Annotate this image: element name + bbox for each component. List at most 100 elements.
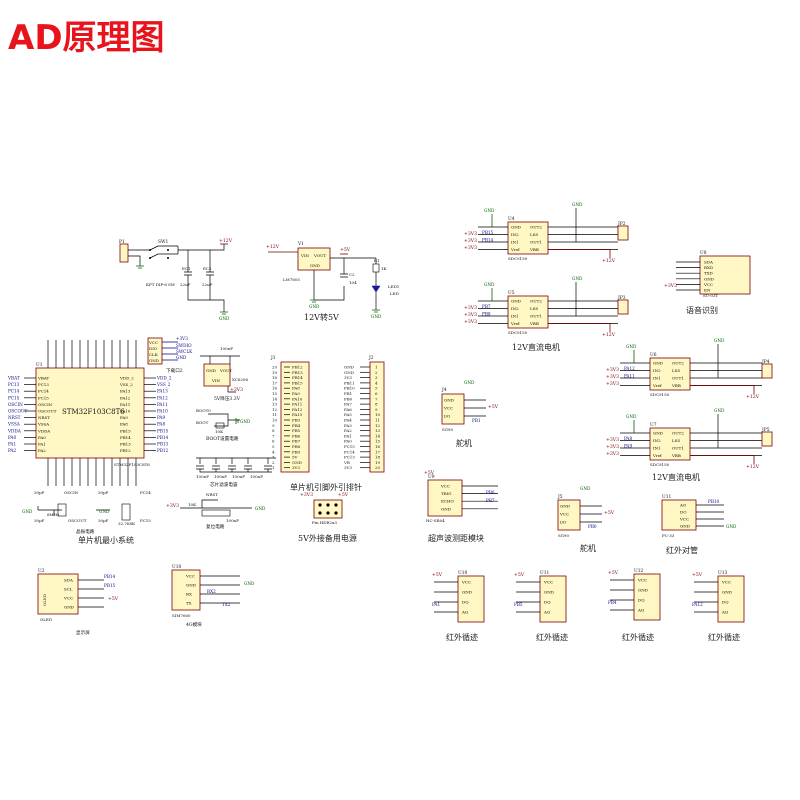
motor2-lpin-2: IN1 [511,314,519,319]
mcu-left-pin-pa2: PA2 [38,448,46,453]
mcu-right-pin-pa12: PA12 [120,395,131,400]
motor2-rpin-3: VBB [529,321,539,326]
section-4g: 4G模块 [186,621,202,628]
hdr-left-idx-5: 15 [272,391,278,396]
motor-connector-2 [617,299,629,315]
motor1-gnd-r: GND [572,202,583,207]
mcu-left-pin-oscout: OSCOUT [38,409,57,414]
ir-track2-net: PB5 [514,602,523,607]
voice-chip [699,255,751,295]
hdr-right-pin-11: PA3 [344,423,352,428]
motor3-v3b: +3V3 [606,374,619,380]
motor3-v3c: +3V3 [606,381,619,387]
ir-track3-net: PB4 [608,600,617,605]
oled-part: OLED [40,617,52,622]
motor1-v3a: +3V3 [464,231,477,237]
swd-pin-dio: DIO [149,346,158,351]
section-crystal: 晶振电路 [76,528,95,535]
hdr-left-pin-4: PA8 [292,386,300,391]
header-part: Pin HDR2x3 [312,520,337,525]
ir-track4-pin-gnd: GND [722,590,732,595]
section-dc-motor_2: 12V直流电机 [652,472,700,482]
svg-text:SIM7600: SIM7600 [172,613,191,618]
ir-track2-v5: +5V [514,572,525,578]
hdr-right-pin-12: PA2 [344,428,352,433]
m4g-pin-tx: TX [186,601,192,606]
mcu-left-pin-vbat: VBAT [37,376,49,381]
section-ir-track-2: 红外循迹 [536,632,568,642]
mcu-left-net-pc15: PC15 [8,395,20,400]
voice-pin-vcc: VCC [703,282,713,287]
mcu-right-net-pb12: PB12 [157,448,169,453]
motor1-lpin-1: IN2 [511,232,519,237]
hdr-right-pin-13: PA1 [344,433,352,438]
mcu-right-net-pa8: PA8 [157,422,165,427]
voice-pin-sda: SDA [704,260,713,265]
svg-text:100nF: 100nF [250,474,263,479]
motor3-lpin-1: IN2 [653,368,661,373]
reg-pin-vin: VIN [300,253,309,258]
mcu-left-pin-pc14: PC14 [38,389,49,394]
hdr-right-pin-5: PB1 [344,391,352,396]
svg-text:SWDIO: SWDIO [176,343,192,348]
mcu-left-net-oscin: OSCIN [8,402,23,407]
spare-header [313,499,343,519]
motor2-v3a: +3V3 [464,305,477,311]
ir-track4-v5: +5V [692,572,703,578]
mcu-left-net-vssa: VSSA [7,422,21,427]
svg-text:VOUT: VOUT [219,368,232,373]
switch-part: KFT DIP-6 SW [146,282,176,287]
hdr-right-pin-6: PB0 [344,396,353,401]
hdr-left-idx-12: 8 [272,428,275,433]
v12-label-2: +12V [266,244,280,250]
mcu-right-pin-pb15: PB15 [120,428,131,433]
hdr-right-idx-9: 10 [375,412,381,417]
motor4-v3c: +3V3 [606,451,619,457]
mcu-left-net-pa1: PA1 [8,442,16,447]
ultrasonic-part: HC-SR04 [426,518,445,523]
section-download: 下载口2 [166,367,183,374]
cap-104: 104 [349,280,357,285]
ir-track-modules: U10VCCGNDDQAQPA1+5V红外循迹U11VCCGNDDQAQPB5+… [432,569,745,642]
mcu-left-pin-pa0: PA0 [38,435,46,440]
hdr-right-pin-9: PA5 [344,412,352,417]
mcu-right-net-pa12: PA12 [157,395,168,400]
motor3-gnd-r: GND [714,338,725,343]
oled-pin-gnd: GND [64,605,74,610]
hdr-right-idx-3: 4 [375,380,378,385]
section-voice: 语音识别 [686,305,718,315]
motor-conn-ref-1: JP2 [617,222,626,227]
led-label: LED [390,291,399,296]
mcu-right-net-pa10: PA10 [157,409,168,414]
mcu-right-pin-pa10: PA10 [120,409,131,414]
ir-track4-pin-aq: AQ [721,610,729,615]
svg-text:J2: J2 [368,356,374,361]
spare-power-block: +3V3 +5V Pin HDR2x3 5V外接备用电源 [298,492,357,543]
hdr-left-idx-1: 19 [272,370,278,375]
servo2-gnd: GND [580,486,591,491]
header-left [280,361,310,473]
svg-text:BOOT0: BOOT0 [196,408,211,413]
hdr-left-pin-6: PA10 [292,396,303,401]
svg-text:EC1: EC1 [182,266,191,271]
m4g-pin-vcc: VCC [185,574,195,579]
svg-text:SWCLK: SWCLK [176,349,193,354]
hdr-left-idx-14: 6 [272,439,275,444]
mcu-left-pin-vdda: VDDA [37,428,50,433]
motor2-v12: +12V [602,332,616,338]
hdr-left-idx-8: 12 [272,407,278,412]
motor3-in1: PA11 [624,374,635,379]
oled-pin-sda: SDA [64,578,73,583]
motor-connector-1 [617,225,629,241]
mcu-right-pin-pb12: PB12 [120,448,131,453]
hdr-left-idx-16: 4 [272,449,275,454]
motor4-lpin-2: IN1 [653,446,661,451]
motor4-rpin-2: OUT1 [672,446,684,451]
ir-track-ref-1: U10 [458,571,467,576]
ultra-pin-trig: TRIG [441,491,451,496]
mcu-left-net-oscout: OSCOUT [8,409,27,414]
motor-connector-3 [761,363,773,379]
motor2-v3c: +3V3 [464,319,477,325]
